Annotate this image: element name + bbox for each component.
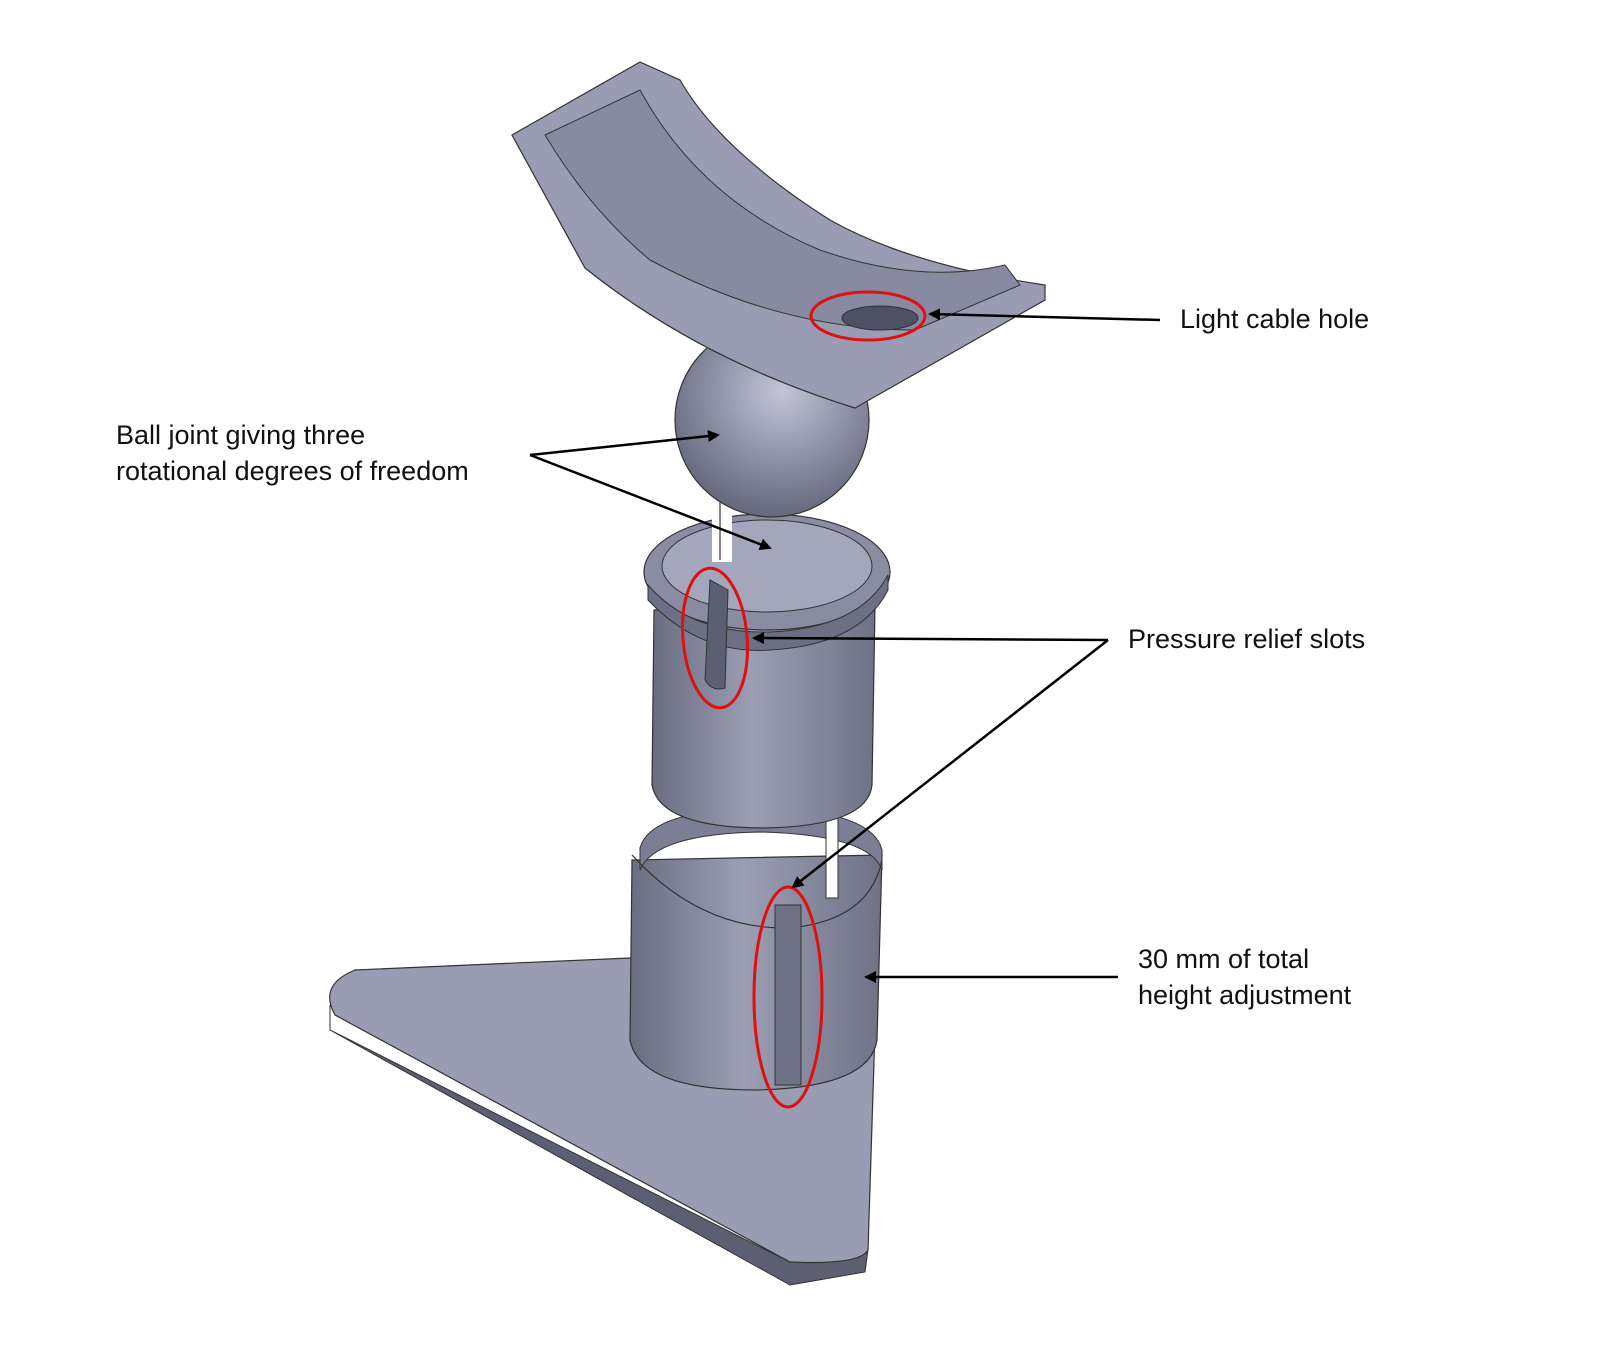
ball-joint-label-1: Ball joint giving three xyxy=(116,420,365,450)
top-cradle xyxy=(511,61,1046,409)
annotation-arrows xyxy=(529,308,1161,983)
relief-slots-label: Pressure relief slots xyxy=(1128,624,1365,654)
lower-slot-highlight xyxy=(752,885,824,1109)
upper-sleeve xyxy=(643,492,891,829)
height-label-1: 30 mm of total xyxy=(1138,944,1309,974)
upper-slot-highlight xyxy=(681,566,749,710)
lower-slot-arrow xyxy=(791,639,1109,889)
ball-arrow xyxy=(529,430,720,457)
cable-hole-highlight xyxy=(809,290,927,342)
height-label-2: height adjustment xyxy=(1138,980,1352,1010)
ball-joint-label-2: rotational degrees of freedom xyxy=(116,456,469,486)
socket-arrow xyxy=(529,453,772,550)
cable-hole-arrow xyxy=(928,308,1161,322)
upper-slot-arrow xyxy=(752,632,1109,645)
cable-hole-label: Light cable hole xyxy=(1180,304,1369,334)
